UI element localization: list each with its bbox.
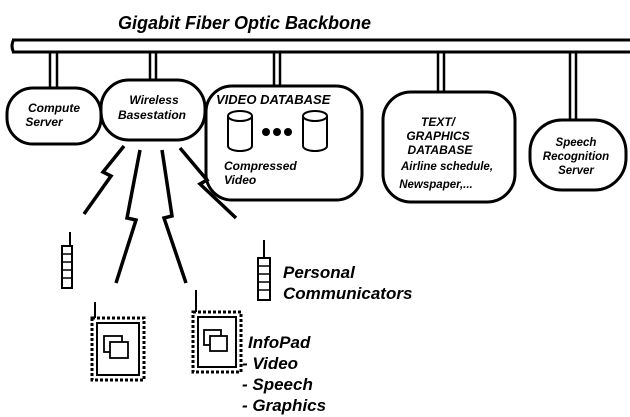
speech-server-node: Speech Recognition Server xyxy=(528,118,628,192)
basestation-label-2: Basestation xyxy=(118,108,186,122)
textdb-label-2: GRAPHICS xyxy=(406,129,469,143)
infopad-device xyxy=(90,302,146,382)
video-database-caption-2: Video xyxy=(224,173,256,187)
personal-communicator-device xyxy=(257,240,271,301)
speech-label-3: Server xyxy=(558,165,594,177)
wireless-basestation-node: Wireless Basestation xyxy=(99,78,207,142)
fiber-backbone xyxy=(10,38,630,54)
disk-icon xyxy=(302,110,328,152)
basestation-label-1: Wireless xyxy=(129,93,179,107)
lightning-icon xyxy=(82,144,126,216)
personal-communicators-label-2: Communicators xyxy=(283,284,412,303)
infopad-feature-video: - Video xyxy=(242,354,298,373)
personal-communicators-label-1: Personal xyxy=(283,263,356,282)
disk-icon xyxy=(227,110,253,152)
video-database-node: VIDEO DATABASE Compressed Video xyxy=(204,84,364,202)
textdb-label-5: Newspaper,... xyxy=(399,179,473,191)
compute-server-label-2: Server xyxy=(25,115,64,129)
infopad-feature-graphics: - Graphics xyxy=(242,396,326,415)
textdb-label-4: Airline schedule, xyxy=(400,161,493,173)
textdb-label-1: TEXT/ xyxy=(421,115,457,129)
speech-label-2: Recognition xyxy=(543,151,609,163)
speech-label-1: Speech xyxy=(556,137,597,149)
lightning-icon xyxy=(160,149,188,284)
video-database-caption-1: Compressed xyxy=(224,159,297,173)
compute-server-label-1: Compute xyxy=(28,101,80,115)
backbone-connectors xyxy=(48,52,578,120)
text-graphics-database-node: TEXT/ GRAPHICS DATABASE Airline schedule… xyxy=(381,90,517,204)
infopad-feature-speech: - Speech xyxy=(242,375,313,394)
infopad-label: InfoPad xyxy=(248,333,311,352)
backbone-title: Gigabit Fiber Optic Backbone xyxy=(118,13,371,33)
wireless-links xyxy=(82,144,238,284)
textdb-label-3: DATABASE xyxy=(408,143,474,157)
lightning-icon xyxy=(114,149,142,284)
personal-communicator-device xyxy=(61,232,73,289)
lightning-icon xyxy=(178,146,238,220)
ellipsis-dots-icon xyxy=(262,128,292,136)
compute-server-node: Compute Server xyxy=(5,86,103,146)
video-database-title: VIDEO DATABASE xyxy=(216,92,331,107)
infopad-device xyxy=(191,290,243,374)
